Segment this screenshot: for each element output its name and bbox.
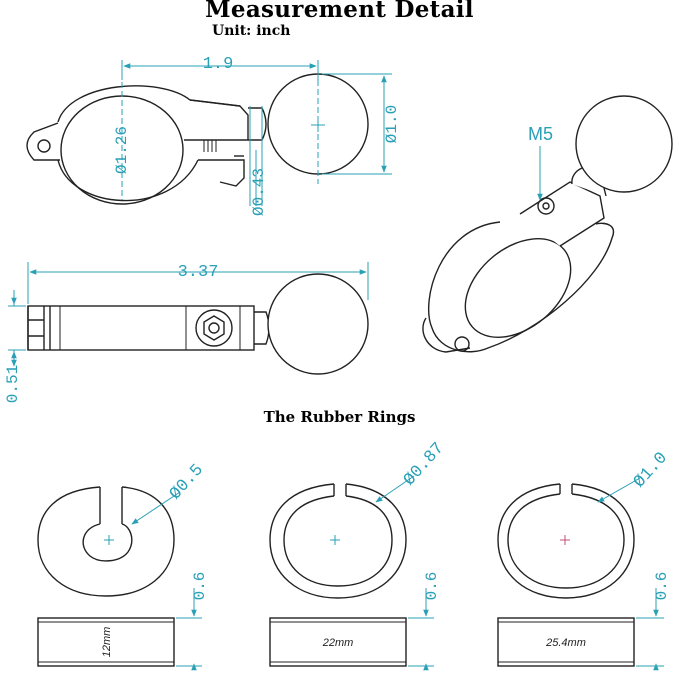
clamp-top-view bbox=[27, 273, 369, 375]
screw-thread bbox=[203, 140, 217, 152]
clamp-outer-top bbox=[57, 85, 241, 123]
ring-large-side bbox=[497, 617, 635, 667]
ring-large-diameter: Ø1.0 bbox=[630, 449, 671, 492]
ring-small-leader bbox=[131, 491, 181, 525]
ring-small-diameter: Ø0.5 bbox=[166, 461, 207, 504]
dim-total-length bbox=[27, 262, 369, 304]
ring-medium-height-dim bbox=[408, 588, 434, 671]
dim-thickness bbox=[8, 290, 26, 366]
page-title: Measurement Detail bbox=[205, 0, 474, 23]
dim-ball-diameter-label: Ø1.0 bbox=[383, 105, 401, 143]
ring-medium-width: 22mm bbox=[322, 637, 354, 649]
clamp-jaw-upper bbox=[184, 99, 249, 141]
ring-small-width: 12mm bbox=[101, 627, 113, 658]
clamp-jaw-lower bbox=[198, 159, 245, 187]
m5-label: M5 bbox=[528, 124, 553, 144]
ball-neck-top bbox=[254, 311, 270, 345]
dim-overall-length bbox=[121, 60, 319, 80]
clamp-jaw-perspective bbox=[519, 181, 605, 247]
ring-medium-leader bbox=[375, 475, 415, 503]
ring-medium-diameter: Ø0.87 bbox=[400, 439, 448, 490]
dim-thickness-label: 0.51 bbox=[4, 365, 22, 403]
mount-tab bbox=[26, 122, 60, 161]
dim-ball-diameter bbox=[322, 73, 392, 175]
ring-large-height-dim bbox=[636, 588, 664, 671]
ring-medium-height: 0.6 bbox=[423, 572, 441, 601]
m5-screw-head bbox=[537, 197, 555, 215]
hex-socket bbox=[203, 315, 225, 341]
ring-small-top bbox=[37, 486, 175, 597]
ring-large-top bbox=[497, 483, 635, 599]
hex-screw-head bbox=[195, 309, 233, 347]
dim-neck-diameter-label: Ø0.43 bbox=[250, 168, 268, 216]
dim-total-length-label: 3.37 bbox=[178, 263, 219, 282]
dim-clamp-inner-label: Ø1.26 bbox=[113, 126, 131, 174]
ring-medium-side bbox=[269, 617, 407, 667]
rubber-rings-title: The Rubber Rings bbox=[263, 408, 416, 426]
ring-large-width: 25.4mm bbox=[545, 637, 586, 649]
clamp-perspective-view bbox=[422, 95, 673, 353]
ring-large-height: 0.6 bbox=[653, 572, 671, 601]
ring-small-height-dim bbox=[176, 588, 202, 671]
ring-small-height: 0.6 bbox=[191, 572, 209, 601]
clamp-outer-bottom bbox=[57, 159, 199, 202]
ball-perspective bbox=[575, 95, 673, 193]
ring-large-leader bbox=[597, 477, 641, 503]
clamp-hinge bbox=[422, 317, 471, 353]
clamp-side-view bbox=[26, 73, 369, 205]
clamp-body-top bbox=[27, 305, 255, 351]
unit-label: Unit: inch bbox=[212, 23, 291, 39]
ring-medium-top bbox=[269, 483, 407, 599]
ring-small-side bbox=[37, 617, 175, 667]
mount-hole bbox=[37, 139, 51, 153]
dim-overall-length-label: 1.9 bbox=[203, 55, 234, 74]
dim-neck-diameter bbox=[249, 106, 263, 206]
clamp-band-inner bbox=[464, 238, 572, 338]
ball-neck bbox=[248, 107, 267, 141]
center-marks-side bbox=[121, 62, 325, 200]
ball-top bbox=[267, 273, 369, 375]
